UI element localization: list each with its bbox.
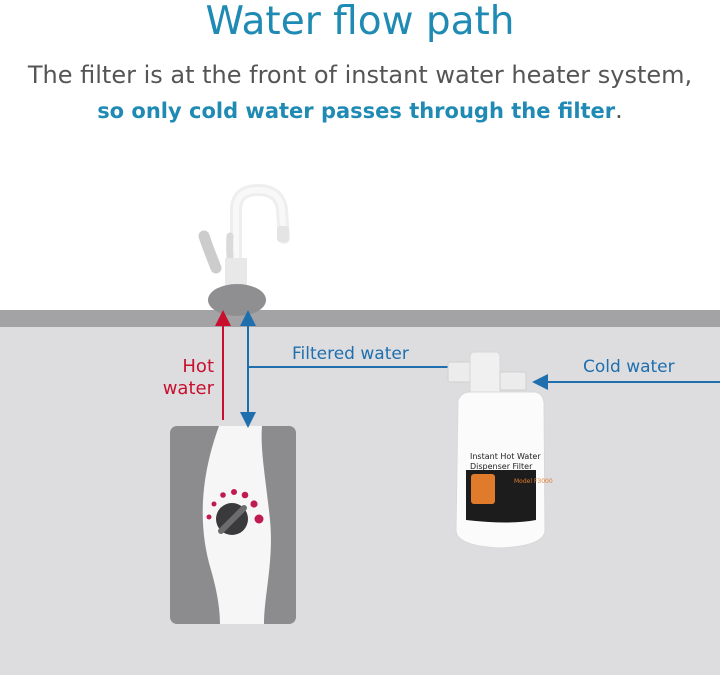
- filter-label-line1: Instant Hot Water: [470, 452, 541, 461]
- subtitle-plain: The filter is at the front of instant wa…: [27, 61, 693, 89]
- faucet-handle-left: [198, 230, 222, 274]
- countertop: [0, 310, 720, 327]
- heater-dial-pointer: [218, 505, 247, 534]
- cold-water-label: Cold water: [583, 357, 675, 377]
- water-heater: [170, 426, 296, 624]
- faucet-base: [208, 284, 266, 316]
- faucet-tip: [277, 226, 289, 242]
- dial-dot: [206, 514, 212, 520]
- filter-inlet: [499, 371, 527, 391]
- filter-label-model: Model F3000: [514, 478, 553, 485]
- subtitle-highlight: so only cold water passes through the fi…: [97, 99, 616, 123]
- dial-dot: [241, 491, 249, 499]
- filter-label-line2: Dispenser Filter: [470, 462, 533, 471]
- dial-dot: [220, 492, 226, 498]
- filtered-water-to-heater-arrow: [240, 366, 448, 428]
- dial-dot: [211, 501, 217, 507]
- under-sink-cabinet: [0, 327, 720, 675]
- dial-dot: [250, 500, 258, 508]
- subtitle-end: .: [615, 96, 623, 124]
- header: Water flow path The filter is at the fro…: [0, 0, 720, 300]
- page-title: Water flow path: [205, 0, 515, 44]
- hot-water-label-line1: Hot: [182, 356, 214, 377]
- faucet: [198, 183, 290, 316]
- filter-label-badge: [471, 474, 495, 504]
- subtitle: The filter is at the front of instant wa…: [20, 58, 700, 129]
- filtered-water-label: Filtered water: [292, 344, 409, 364]
- dial-dot: [231, 489, 237, 495]
- water-filter: [447, 351, 546, 549]
- dial-dot: [254, 514, 264, 524]
- hot-water-label-line2: water: [162, 378, 214, 399]
